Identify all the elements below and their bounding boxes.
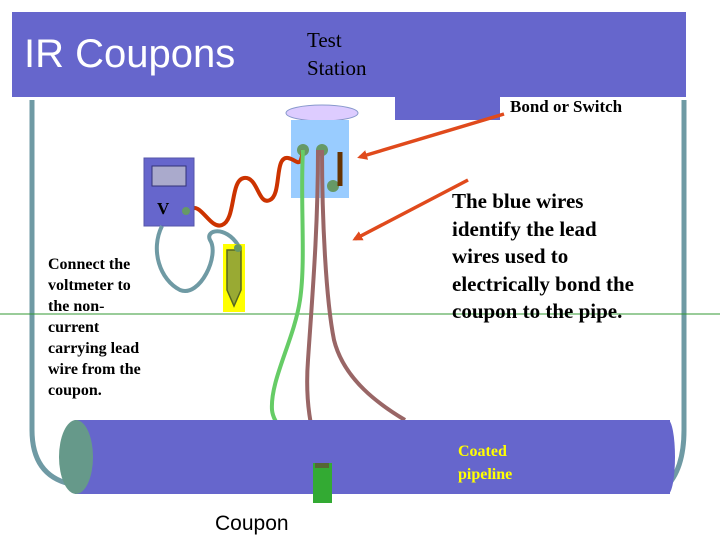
bond-or-switch-label: Bond or Switch (510, 97, 623, 116)
connect-voltmeter-note: Connect the voltmeter to the non- curren… (48, 256, 141, 399)
pipe-brown-wire (320, 149, 407, 422)
voltmeter-red-wire (188, 149, 305, 228)
page-title: IR Coupons (24, 32, 236, 76)
coupon-label: Coupon (215, 512, 289, 535)
coated-pipeline (75, 420, 670, 494)
reference-electrode-cap (234, 244, 242, 252)
pipeline-far-end (661, 420, 675, 494)
voltmeter-display (151, 165, 187, 187)
left-lead-wire (29, 100, 71, 487)
blue-wire-arrow (352, 178, 469, 241)
test-station-label: Test Station (307, 28, 367, 80)
coated-pipeline-label: Coated pipeline (458, 443, 513, 483)
bond-arrow (357, 112, 505, 160)
pipeline-end (59, 420, 93, 494)
test-station-cap (285, 104, 359, 122)
reference-lead-wire (154, 225, 240, 293)
voltmeter-terminal-icon (182, 207, 190, 215)
header-band (12, 12, 686, 120)
coupon-cap (315, 463, 329, 468)
blue-wires-note: The blue wires identify the lead wires u… (452, 189, 634, 323)
coupon-body (313, 463, 332, 503)
voltmeter-label: V (157, 199, 170, 218)
terminal-lower (327, 180, 339, 192)
